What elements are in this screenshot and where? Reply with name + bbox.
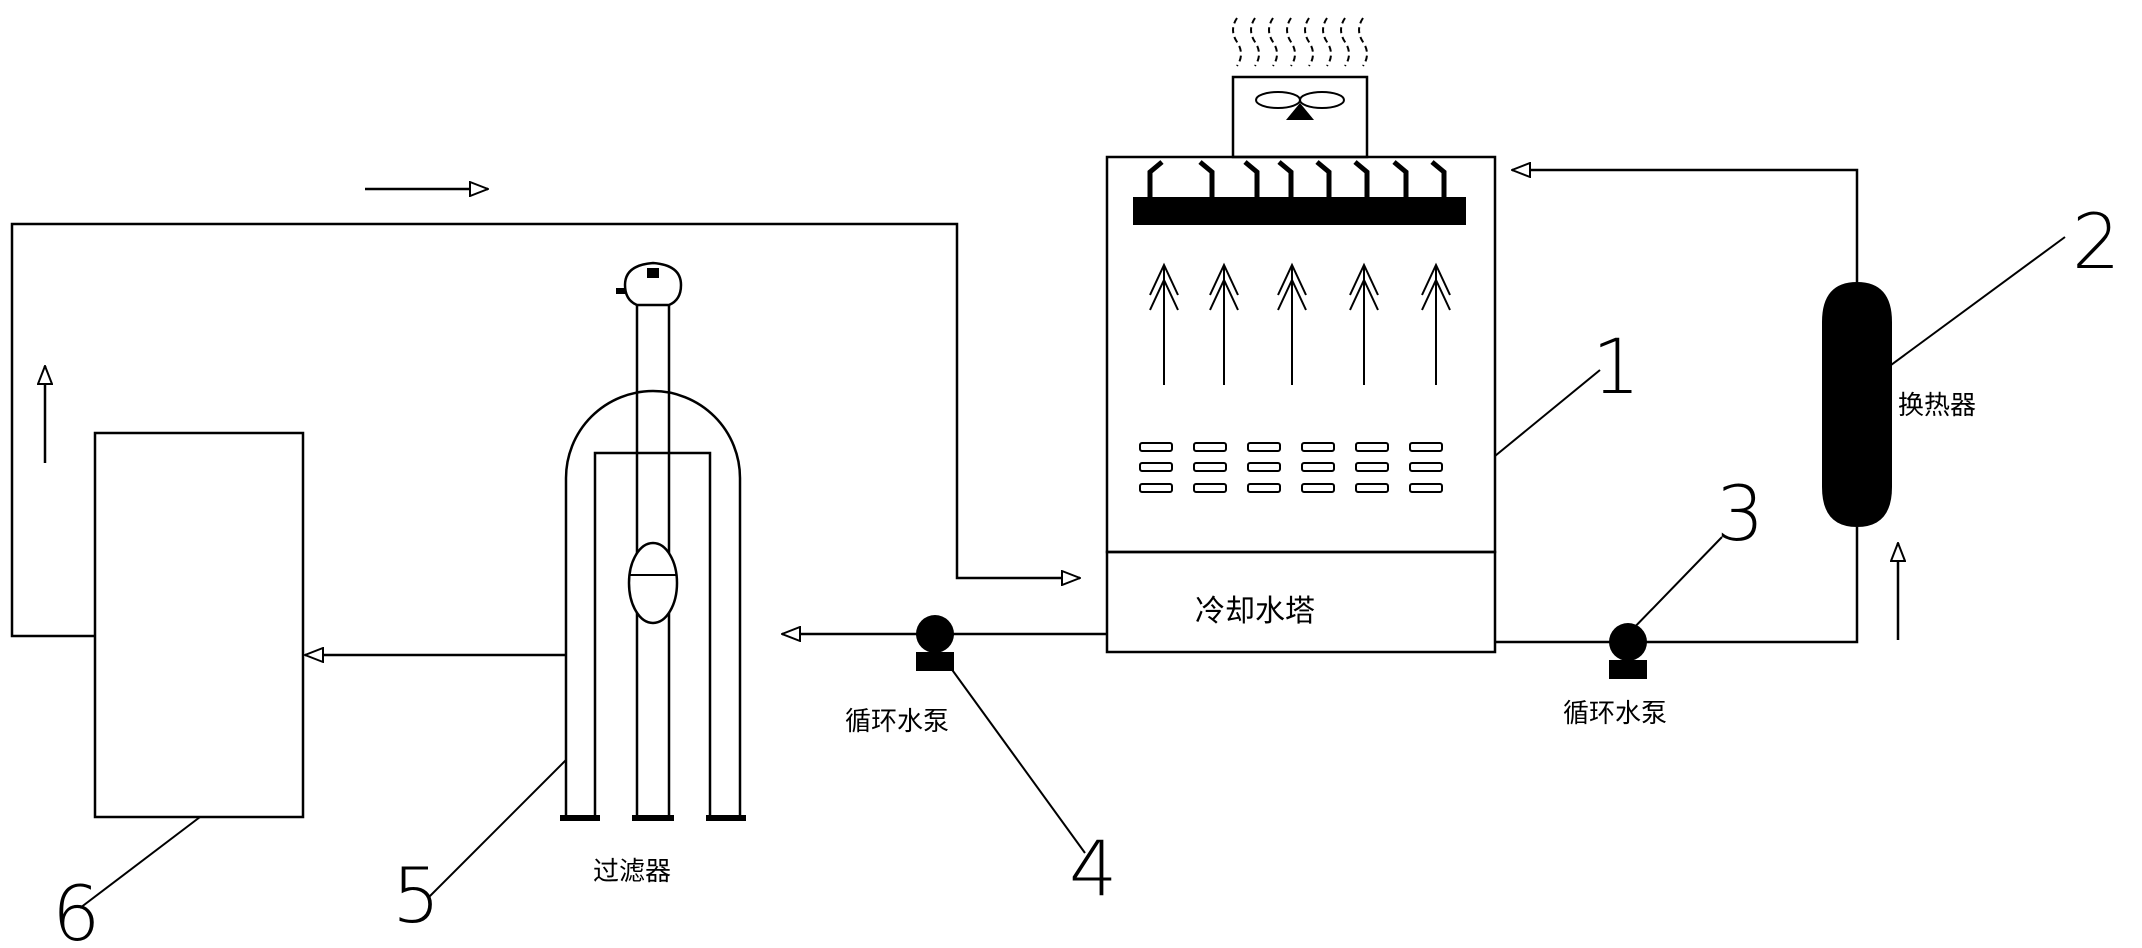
leader-5 (427, 759, 567, 899)
heat-exchanger (1822, 282, 1892, 527)
leader-4 (944, 659, 1086, 854)
pipe-pump3-to-hx (1644, 527, 1859, 644)
pump-right (1609, 623, 1647, 679)
cooling-tower (1105, 17, 1497, 654)
numeral-2: 2 (2072, 197, 2120, 286)
leader-2 (1856, 236, 2066, 391)
numeral-4: 4 (1069, 824, 1117, 913)
leader-6 (79, 816, 201, 909)
pump-right-label: 循环水泵 (1563, 699, 1667, 729)
numeral-6: 6 (52, 869, 100, 948)
numeral-1: 1 (1592, 322, 1640, 411)
heat-exchanger-label: 换热器 (1898, 391, 1976, 421)
filter-label: 过滤器 (593, 857, 671, 887)
box-6 (93, 431, 305, 819)
pump-left-label: 循环水泵 (845, 707, 949, 737)
leader-3 (1627, 536, 1723, 635)
return-pipe (10, 222, 1080, 638)
filter (560, 261, 746, 821)
tower-label: 冷却水塔 (1195, 594, 1315, 629)
pipe-hx-to-tower (1512, 170, 1859, 282)
pump-left (916, 615, 954, 671)
leader-1 (1494, 369, 1601, 457)
numeral-5: 5 (392, 851, 440, 940)
numeral-3: 3 (1716, 469, 1764, 558)
